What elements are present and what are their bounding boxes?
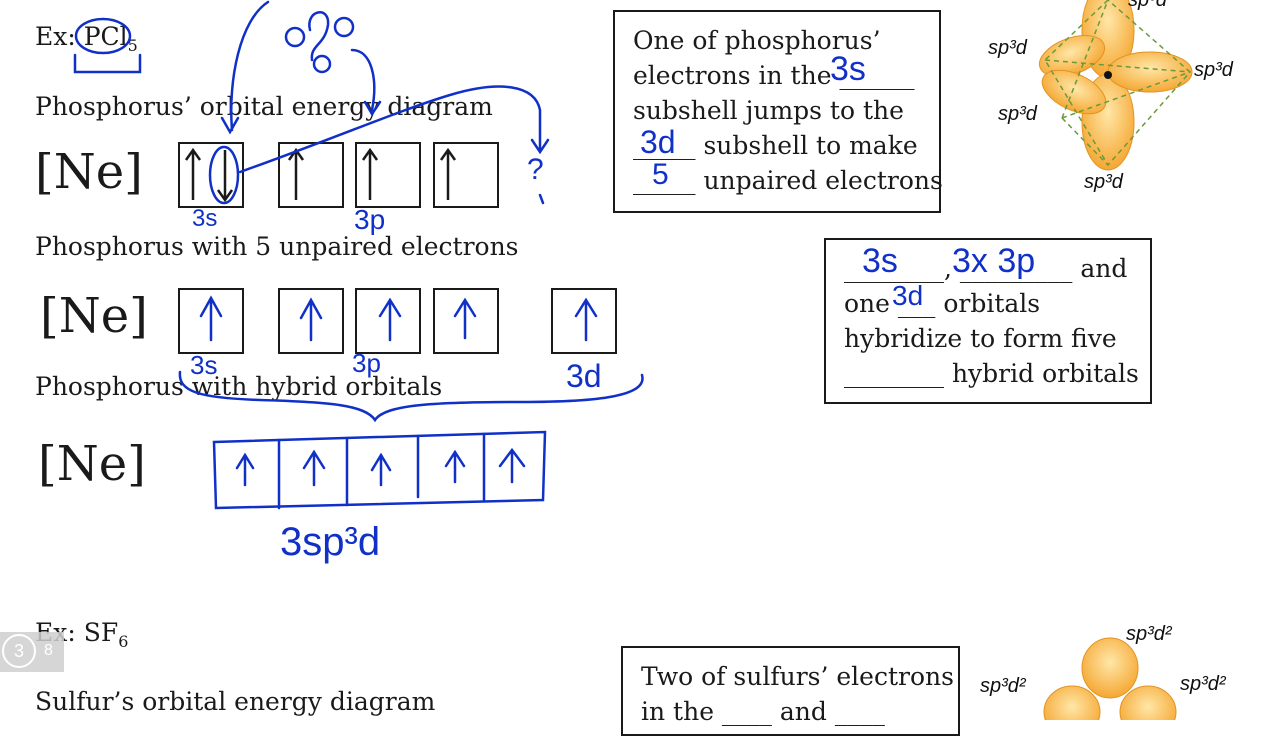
handwriting-box1-3s: 3s bbox=[830, 50, 866, 88]
orbital-box-3p-3-ground bbox=[433, 142, 499, 208]
orbital-box-3p-2-ground bbox=[355, 142, 421, 208]
heading-sulfur-energy-diagram: Sulfur’s orbital energy diagram bbox=[35, 687, 436, 716]
orbital-box-3p-2-excited bbox=[355, 288, 421, 354]
sp3d-label-bottom: sp³d bbox=[1084, 171, 1123, 193]
handwriting-label-3s-ground: 3s bbox=[192, 205, 218, 232]
promotion-arrowhead bbox=[530, 138, 550, 155]
noble-gas-core-1: [Ne] bbox=[35, 144, 143, 200]
orbital-box-3p-1-excited bbox=[278, 288, 344, 354]
box1-line-5: _____ unpaired electrons bbox=[633, 166, 943, 195]
fill-in-box-phosphorus-promotion: One of phosphorus’ electrons in the ____… bbox=[613, 10, 943, 213]
handwriting-box2-3s: 3s bbox=[862, 242, 898, 280]
example-pcl5-label: Ex: PCl5 bbox=[35, 22, 138, 55]
orbital-box-3p-1-ground bbox=[278, 142, 344, 208]
heading-phosphorus-energy-diagram: Phosphorus’ orbital energy diagram bbox=[35, 92, 493, 121]
box2-line-4: ________ hybrid orbitals bbox=[844, 359, 1139, 388]
fill-in-box-sulfur-promotion: Two of sulfurs’ electrons in the ____ an… bbox=[621, 646, 960, 736]
underline-bracket-cl5 bbox=[73, 53, 142, 74]
sp3d-label-left-top: sp³d bbox=[988, 37, 1027, 59]
orbital-box-3s-excited bbox=[178, 288, 244, 354]
heading-phosphorus-hybrid: Phosphorus with hybrid orbitals bbox=[35, 372, 443, 401]
sp3d2-label-left: sp³d² bbox=[980, 675, 1026, 697]
handwriting-label-3p-ground: 3p bbox=[354, 204, 386, 235]
handwriting-label-3s-excited: 3s bbox=[190, 350, 218, 380]
box1-line-4: _____ subshell to make bbox=[633, 131, 918, 160]
handwriting-box2-3x3p: 3x 3p bbox=[952, 242, 1036, 280]
sp3d-label-left-bottom: sp³d bbox=[998, 103, 1037, 125]
next-slide-indicator[interactable]: 8 bbox=[44, 642, 53, 659]
sp3d-label-right: sp³d bbox=[1194, 59, 1233, 81]
box2-line-1: ________, _________ and bbox=[844, 254, 1128, 283]
box3-line-1: Two of sulfurs’ electrons bbox=[641, 662, 954, 691]
handwriting-box1-5: 5 bbox=[652, 158, 669, 191]
sp3d2-label-right: sp³d² bbox=[1180, 673, 1226, 695]
handwriting-question-mark: ? bbox=[527, 153, 544, 186]
orbital-box-3d-excited bbox=[551, 288, 617, 354]
heading-phosphorus-unpaired: Phosphorus with 5 unpaired electrons bbox=[35, 232, 519, 261]
current-slide-indicator[interactable]: 3 bbox=[2, 634, 36, 668]
box2-line-2: one ___ orbitals bbox=[844, 289, 1041, 318]
hybrid-orbital-boxes bbox=[212, 430, 547, 510]
noble-gas-core-3: [Ne] bbox=[38, 436, 146, 492]
handwriting-label-3p-excited: 3p bbox=[352, 348, 381, 378]
sp3d2-molecule-diagram bbox=[1043, 637, 1177, 720]
handwriting-box1-3d: 3d bbox=[640, 124, 676, 160]
box1-line-3: subshell jumps to the bbox=[633, 96, 904, 125]
box2-line-3: hybridize to form five bbox=[844, 324, 1117, 353]
slide-pager[interactable]: 3 8 bbox=[0, 632, 64, 672]
noble-gas-core-2: [Ne] bbox=[40, 288, 148, 344]
box1-line-2: electrons in the ______ bbox=[633, 61, 915, 90]
handwriting-label-3sp3d: 3sp³d bbox=[280, 520, 381, 564]
sp3d-label-top: sp³d bbox=[1128, 0, 1167, 11]
sp3d-molecule-diagram bbox=[1038, 0, 1193, 171]
box3-line-2: in the ____ and ____ bbox=[641, 697, 885, 726]
box1-line-1: One of phosphorus’ bbox=[633, 26, 881, 55]
orbital-box-3p-3-excited bbox=[433, 288, 499, 354]
fill-in-box-hybridization: ________, _________ and one ___ orbitals… bbox=[824, 238, 1152, 404]
handwriting-box2-3d: 3d bbox=[892, 280, 924, 311]
orbital-box-3s-ground bbox=[178, 142, 244, 208]
handwriting-label-3d-excited: 3d bbox=[566, 358, 602, 394]
sp3d2-label-top: sp³d² bbox=[1126, 623, 1172, 645]
